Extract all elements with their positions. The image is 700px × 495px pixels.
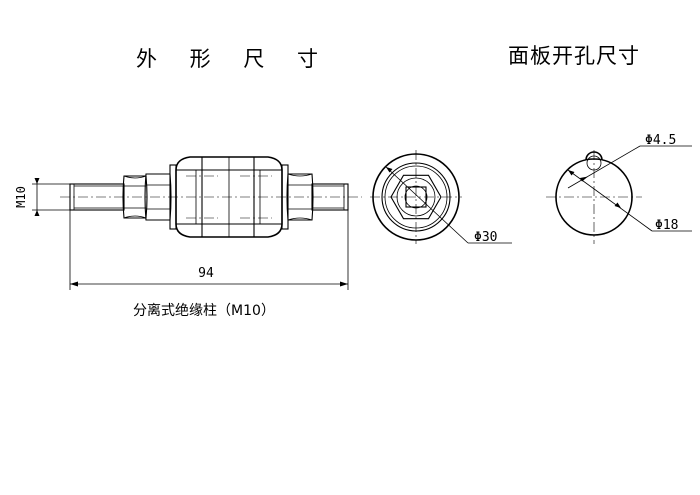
front-diameter-label: Φ30: [474, 230, 497, 245]
large-hole-label: Φ18: [655, 218, 678, 233]
overall-length-label: 94: [198, 266, 214, 281]
title-panel-cutout: 面板开孔尺寸: [508, 44, 640, 68]
small-hole-label: Φ4.5: [645, 133, 676, 148]
title-outer-dimensions: 外 形 尺 寸: [136, 47, 332, 71]
part-caption: 分离式绝缘柱（M10）: [133, 302, 275, 319]
cutout-view: Φ4.5 Φ18: [546, 133, 692, 244]
length-dimension: 94: [69, 210, 349, 290]
thread-size-label: M10: [14, 186, 28, 208]
front-view: Φ30: [370, 150, 512, 245]
thread-dimension: M10: [14, 178, 70, 216]
side-view: M10 94 分离式绝缘柱（M10）: [14, 156, 362, 319]
